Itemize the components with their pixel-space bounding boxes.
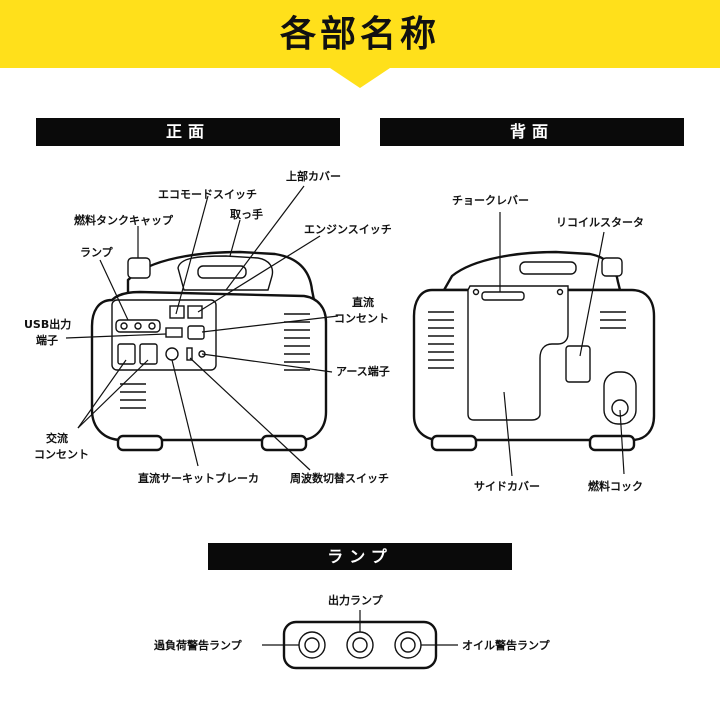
label-dc-breaker: 直流サーキットブレーカ bbox=[138, 471, 259, 485]
back-screw-2 bbox=[556, 288, 564, 296]
overload-lamp-inner bbox=[304, 637, 320, 653]
label-usb-line1: USB出力 bbox=[24, 317, 71, 331]
lamp-leader-lines bbox=[262, 610, 458, 646]
label-freq-switch: 周波数切替スイッチ bbox=[290, 471, 389, 485]
engine-switch-shape bbox=[187, 305, 203, 319]
output-lamp-inner bbox=[352, 637, 368, 653]
label-top-cover: 上部カバー bbox=[286, 169, 341, 183]
label-earth-terminal: アース端子 bbox=[336, 364, 390, 378]
ac-outlet-2-shape bbox=[139, 343, 158, 365]
back-foot-right bbox=[588, 434, 636, 452]
label-output-lamp: 出力ランプ bbox=[328, 593, 384, 607]
back-generator bbox=[412, 250, 656, 452]
lamp-3-shape bbox=[148, 322, 156, 330]
section-header-back: 背面 bbox=[380, 118, 684, 146]
recoil-starter-shape bbox=[565, 345, 591, 383]
section-header-front: 正面 bbox=[36, 118, 340, 146]
freq-switch-shape bbox=[186, 347, 193, 361]
label-handle: 取っ手 bbox=[230, 207, 263, 221]
label-usb-line2: 端子 bbox=[36, 333, 58, 347]
label-ac-line1: 交流 bbox=[46, 431, 68, 445]
label-eco-switch: エコモードスイッチ bbox=[158, 188, 257, 201]
label-fuel-tank-cap: 燃料タンクキャップ bbox=[73, 213, 174, 227]
lamp-1-shape bbox=[120, 322, 128, 330]
label-recoil-starter: リコイルスタータ bbox=[556, 216, 644, 229]
back-labels: チョークレバー リコイルスタータ サイドカバー 燃料コック bbox=[452, 194, 644, 493]
handle-grip bbox=[197, 265, 247, 279]
front-generator bbox=[90, 250, 328, 452]
label-dc-outlet-line2: コンセント bbox=[334, 312, 389, 325]
label-dc-outlet-line1: 直流 bbox=[352, 295, 374, 309]
lamp-2-shape bbox=[134, 322, 142, 330]
dc-outlet-shape bbox=[187, 325, 205, 340]
front-vents bbox=[120, 313, 310, 409]
oil-lamp-inner bbox=[400, 637, 416, 653]
label-oil-lamp: オイル警告ランプ bbox=[462, 638, 551, 652]
back-cap bbox=[601, 257, 623, 277]
back-handle bbox=[519, 261, 577, 275]
label-ac-line2: コンセント bbox=[34, 448, 89, 461]
banner-background bbox=[0, 0, 720, 88]
back-foot-left bbox=[430, 434, 478, 452]
label-choke-lever: チョークレバー bbox=[452, 194, 529, 207]
fuel-tank-cap-shape bbox=[127, 257, 151, 279]
front-foot-right bbox=[260, 434, 308, 452]
section-header-lamp: ランプ bbox=[208, 543, 512, 570]
front-foot-left bbox=[116, 434, 164, 452]
page-title: 各部名称 bbox=[279, 14, 440, 55]
back-vents bbox=[428, 311, 626, 369]
side-cover-shape bbox=[467, 285, 569, 421]
ac-outlet-1-shape bbox=[117, 343, 136, 365]
choke-lever-shape bbox=[481, 291, 525, 301]
label-engine-switch: エンジンスイッチ bbox=[304, 223, 392, 236]
label-lamp: ランプ bbox=[80, 245, 114, 259]
back-screw-1 bbox=[472, 288, 480, 296]
label-fuel-cock: 燃料コック bbox=[587, 479, 643, 493]
label-side-cover: サイドカバー bbox=[474, 480, 540, 493]
dc-breaker-shape bbox=[165, 347, 179, 361]
lamp-labels: 出力ランプ 過負荷警告ランプ オイル警告ランプ bbox=[153, 593, 551, 652]
title-banner bbox=[0, 0, 720, 88]
label-overload-lamp: 過負荷警告ランプ bbox=[153, 638, 243, 652]
back-leader-lines bbox=[499, 212, 625, 477]
usb-port-shape bbox=[165, 327, 183, 338]
front-leader-lines bbox=[65, 185, 339, 471]
front-labels: エコモードスイッチ 上部カバー 燃料タンクキャップ 取っ手 エンジンスイッチ ラ… bbox=[24, 169, 392, 485]
